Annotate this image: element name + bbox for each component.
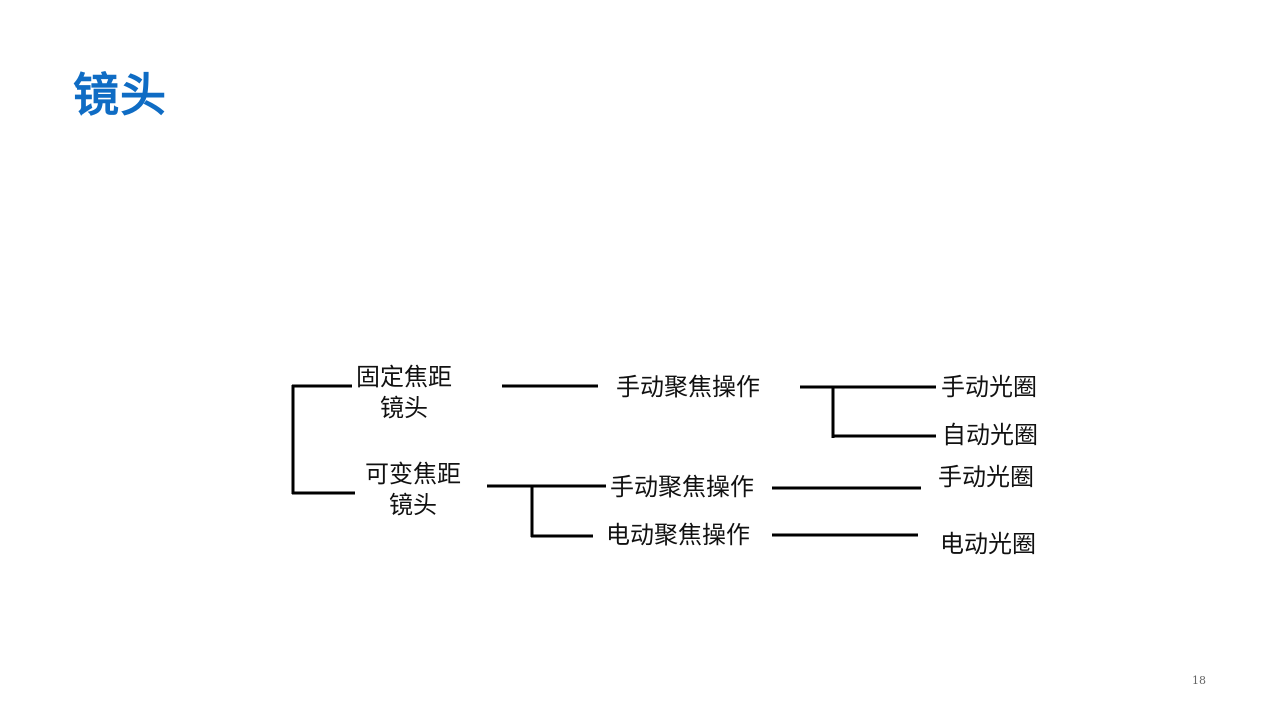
node-fixed-focus-op: 手动聚焦操作 <box>616 373 760 401</box>
node-zoom-manual-iris: 手动光圈 <box>938 463 1034 491</box>
node-zoom-electric-focus-op: 电动聚焦操作 <box>606 521 750 549</box>
node-fixed-auto-iris: 自动光圈 <box>942 421 1038 449</box>
node-fixed-manual-iris: 手动光圈 <box>941 373 1037 401</box>
node-fixed-focal-lens: 固定焦距 镜头 <box>356 362 452 424</box>
node-fixed-focal-lens-line2: 镜头 <box>380 394 428 422</box>
node-zoom-manual-focus-op: 手动聚焦操作 <box>610 473 754 501</box>
node-zoom-electric-iris: 电动光圈 <box>940 530 1036 558</box>
page-title: 镜头 <box>73 68 167 122</box>
node-fixed-focal-lens-line1: 固定焦距 <box>356 363 452 391</box>
node-zoom-lens-line2: 镜头 <box>389 491 437 519</box>
node-zoom-lens-line1: 可变焦距 <box>365 460 461 488</box>
page-number: 18 <box>1192 674 1206 687</box>
node-zoom-lens: 可变焦距 镜头 <box>365 459 461 521</box>
